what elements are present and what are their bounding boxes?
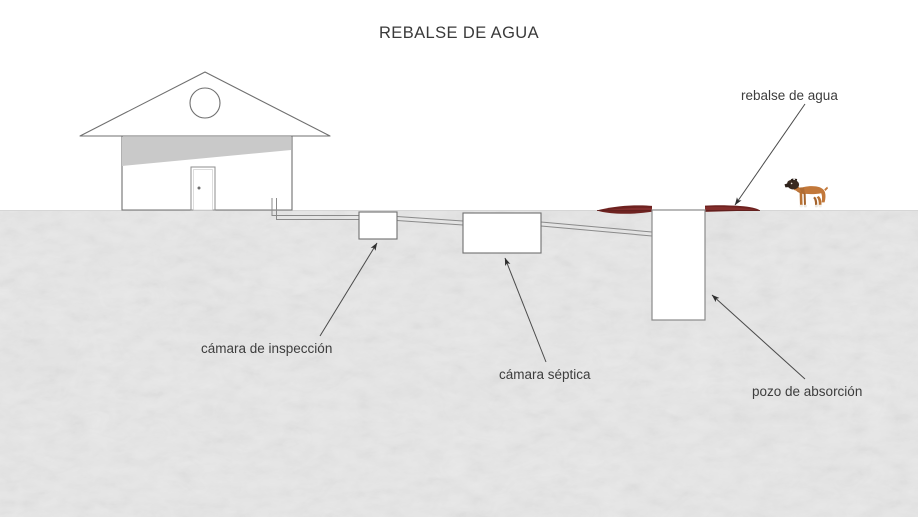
gable-round-window-icon xyxy=(189,87,221,119)
label-camara-septica: cámara séptica xyxy=(499,367,591,382)
absorption-well xyxy=(651,209,706,321)
house-roof-shadow xyxy=(122,137,291,166)
pipe-house-to-chamber-inner xyxy=(276,198,359,220)
dog-front-leg-near xyxy=(799,192,803,206)
door-knob-icon xyxy=(197,186,201,190)
dog-eye xyxy=(790,182,793,185)
dog-ear-front xyxy=(790,178,794,182)
leader-septica xyxy=(504,257,547,363)
septic-tank xyxy=(462,212,542,254)
dog-ear-back xyxy=(794,178,798,182)
leader-lines xyxy=(319,103,806,380)
ground-layer xyxy=(0,210,918,517)
dog-tail xyxy=(824,186,828,191)
pipe-house-to-chamber-outer xyxy=(271,198,359,216)
dog-hind-leg-near xyxy=(816,196,822,206)
overflow-water xyxy=(597,205,760,214)
label-rebalse-de-agua: rebalse de agua xyxy=(741,88,838,103)
pipe-septic-to-well-inner xyxy=(540,225,653,237)
house-door-inner-panel xyxy=(193,169,213,211)
pipe-chamber-to-septic-outer xyxy=(396,216,464,222)
dog-paw-4 xyxy=(818,204,822,208)
overflow-water-right-highlight xyxy=(705,206,758,211)
dog-front-leg-far xyxy=(803,193,806,206)
leader-inspeccion xyxy=(319,242,378,337)
overflow-water-left-highlight xyxy=(604,207,652,211)
dog-muzzle xyxy=(784,182,791,188)
dog-paw-1 xyxy=(799,204,803,208)
dog-paw-3 xyxy=(814,204,818,208)
dog-hind-leg-far xyxy=(813,196,818,206)
pipe-septic-to-well-outer xyxy=(540,221,653,233)
dog-paw-2 xyxy=(803,204,807,208)
inspection-chamber xyxy=(358,211,398,240)
label-pozo-de-absorcion: pozo de absorción xyxy=(752,384,863,399)
label-camara-de-inspeccion: cámara de inspección xyxy=(201,341,333,356)
ground-texture-coarse xyxy=(0,210,918,517)
page-title: REBALSE DE AGUA xyxy=(378,24,540,42)
leader-rebalse xyxy=(734,103,806,206)
house xyxy=(79,71,331,211)
pipe-chamber-to-septic-inner xyxy=(396,220,464,226)
dog-icon xyxy=(784,178,828,208)
leader-pozo xyxy=(711,294,806,380)
drain-pipe xyxy=(271,198,653,237)
